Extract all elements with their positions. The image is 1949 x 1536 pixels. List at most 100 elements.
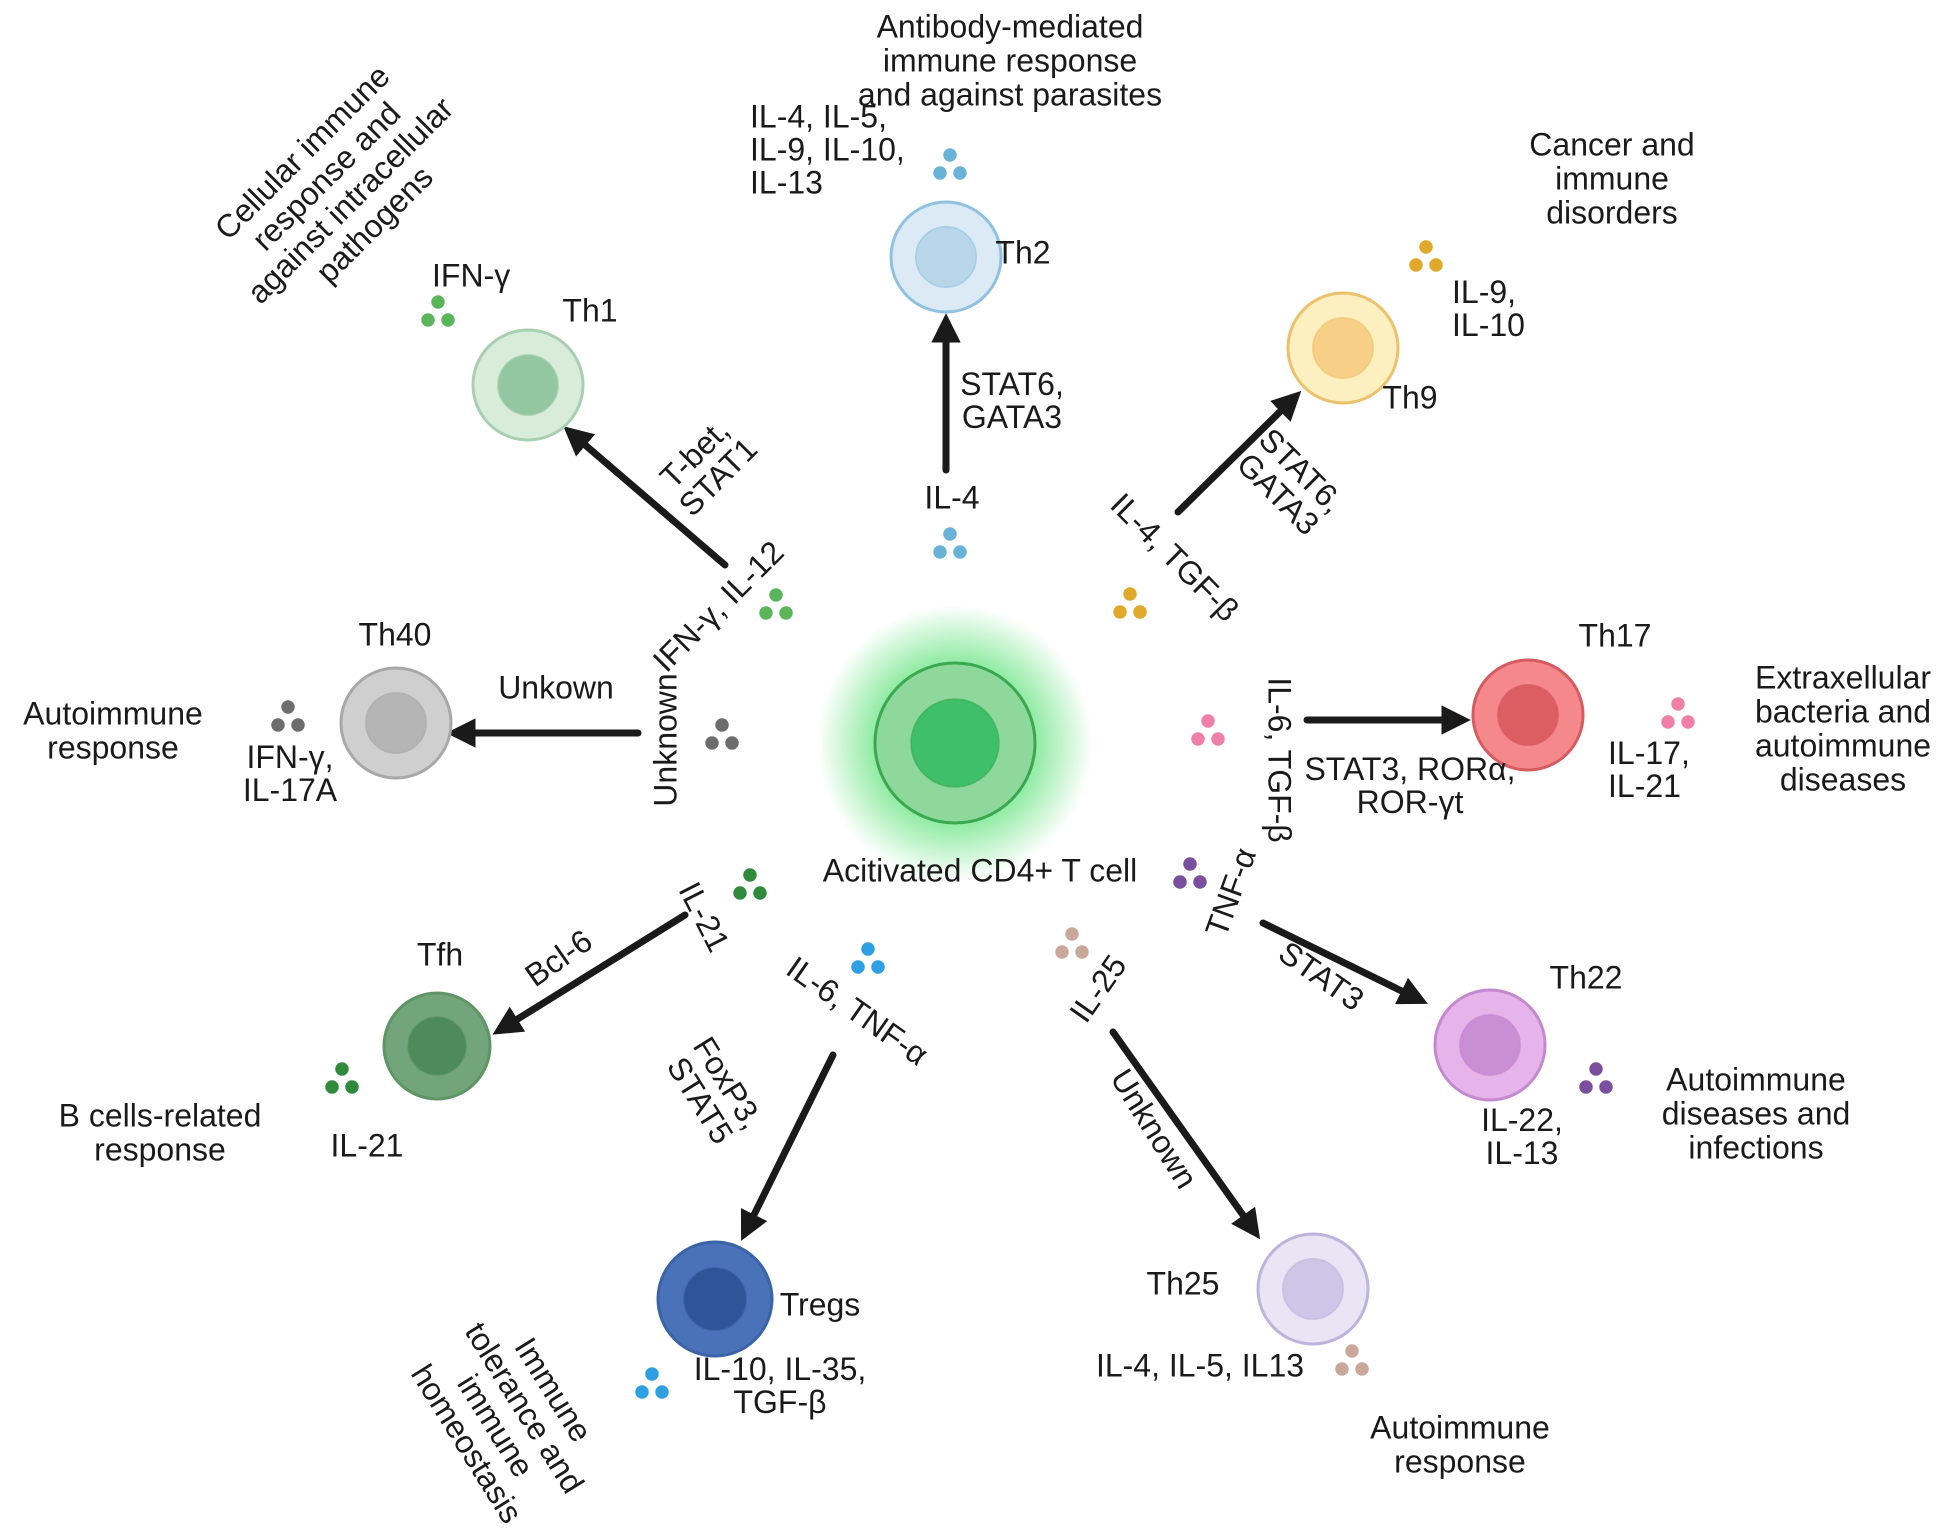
th40-cell-nucleus	[365, 692, 427, 754]
cytokine-dot	[323, 1078, 341, 1096]
th40-inducer-dots	[703, 716, 741, 752]
cytokine-dot	[931, 543, 949, 561]
cytokine-dot	[1131, 603, 1149, 621]
tfh-cell	[382, 991, 492, 1101]
cytokine-dot	[703, 734, 721, 752]
th17-cytokines: IL-17,IL-21	[1608, 735, 1690, 804]
cytokine-dot	[757, 604, 775, 622]
th25-cell-nucleus	[1282, 1258, 1344, 1320]
th17-cell-nucleus	[1497, 684, 1559, 746]
cytokine-dot	[1333, 1360, 1351, 1378]
tregs-cytokine-dots	[633, 1365, 671, 1401]
tregs-cytokines-line: TGF-β	[733, 1384, 826, 1420]
tfh-arrow	[492, 911, 689, 1035]
th22-transcription-factors: STAT3	[1272, 934, 1370, 1018]
th1-transcription-factors: T-bet,STAT1	[653, 412, 764, 523]
cytokine-dot	[633, 1383, 651, 1401]
th17-function-line: diseases	[1780, 761, 1906, 797]
center-cell-label: Acitivated CD4+ T cell	[823, 852, 1138, 888]
cytokine-dot	[1111, 603, 1129, 621]
th40-inducers: Unknown	[647, 673, 683, 806]
th2-name: Th2	[995, 234, 1050, 270]
th40-cytokines-line: IFN-γ,	[246, 739, 333, 775]
center-cell-nucleus	[910, 698, 1000, 788]
cytokine-dot	[1679, 713, 1697, 731]
th25-transcription-factors-line: Unknown	[1104, 1063, 1205, 1195]
arrows-layer	[446, 313, 1471, 1241]
th22-cytokine-dots	[1577, 1060, 1615, 1096]
tfh-function-line: response	[94, 1131, 226, 1167]
th1-cell	[471, 328, 585, 442]
th22-inducers-line: TNF-α	[1198, 843, 1263, 941]
th17-transcription-factors: STAT3, RORα,ROR-γt	[1304, 751, 1515, 820]
cytokine-dot	[741, 866, 759, 884]
cytokine-dot	[269, 716, 287, 734]
tregs-name-line: Tregs	[780, 1286, 861, 1322]
cytokine-dot	[1121, 585, 1139, 603]
th40-function-line: response	[47, 729, 179, 765]
th17-name: Th17	[1579, 617, 1652, 653]
cytokine-dot	[1427, 256, 1445, 274]
th40-transcription-factors-line: Unkown	[498, 669, 614, 705]
cytokine-dot	[731, 884, 749, 902]
th9-cytokine-dots	[1407, 238, 1445, 274]
th9-name: Th9	[1382, 379, 1437, 415]
lineage-th22: Th22TNF-αSTAT3IL-22,IL-13Autoimmunedisea…	[1171, 843, 1851, 1171]
th25-cytokines-line: IL-4, IL-5, IL13	[1096, 1347, 1304, 1383]
tregs-transcription-factors: FoxP3,STAT5	[660, 1030, 771, 1150]
cytokine-dot	[1073, 943, 1091, 961]
cytokine-dot	[951, 164, 969, 182]
cytokine-dot	[931, 164, 949, 182]
tfh-name-line: Tfh	[417, 936, 463, 972]
th2-inducer-dots	[931, 525, 969, 561]
tfh-cytokines-line: IL-21	[331, 1127, 404, 1163]
cytokine-dot	[343, 1078, 361, 1096]
th22-arrow	[1259, 919, 1428, 1005]
cytokine-dot	[849, 958, 867, 976]
th25-inducers-line: IL-25	[1062, 948, 1133, 1028]
th1-cell-nucleus	[497, 354, 559, 416]
th22-function-line: infections	[1688, 1129, 1823, 1165]
cytokine-dot	[653, 1383, 671, 1401]
cytokine-dot	[279, 698, 297, 716]
cytokine-dot	[1659, 713, 1677, 731]
th2-cytokines-line: IL-4, IL-5,	[750, 98, 887, 134]
th9-function-line: disorders	[1546, 194, 1678, 230]
tregs-cell-nucleus	[682, 1266, 748, 1332]
cytokine-dot	[1063, 925, 1081, 943]
th17-cytokine-dots	[1659, 695, 1697, 731]
tfh-inducer-dots	[731, 866, 769, 902]
tfh-cytokines: IL-21	[331, 1127, 404, 1163]
th22-transcription-factors-line: STAT3	[1272, 934, 1370, 1018]
tfh-transcription-factors: Bcl-6	[518, 922, 598, 993]
cytokine-dot	[1407, 256, 1425, 274]
cytokine-dot	[1587, 1060, 1605, 1078]
tfh-cell-nucleus	[407, 1016, 467, 1076]
th2-name-line: Th2	[995, 234, 1050, 270]
cytokine-dot	[1181, 855, 1199, 873]
cytokine-dot	[941, 525, 959, 543]
cytokine-dot	[751, 884, 769, 902]
cytokine-dot	[1189, 730, 1207, 748]
cytokine-dot	[439, 311, 457, 329]
cytokine-dot	[1577, 1078, 1595, 1096]
th17-cytokines-line: IL-21	[1608, 768, 1681, 804]
center-cell	[873, 661, 1037, 825]
th1-cytokines: IFN-γ	[432, 257, 510, 293]
th9-cytokines-line: IL-10	[1452, 307, 1525, 343]
cytokine-dot	[1209, 730, 1227, 748]
cytokine-dot	[723, 734, 741, 752]
th25-function-line: Autoimmune	[1370, 1409, 1550, 1445]
th22-cytokines-line: IL-13	[1486, 1135, 1559, 1171]
th22-inducer-dots	[1171, 855, 1209, 891]
tfh-name: Tfh	[417, 936, 463, 972]
th1-cytokine-dots	[419, 293, 457, 329]
th2-cytokine-dots	[931, 146, 969, 182]
th17-transcription-factors-line: STAT3, RORα,	[1304, 751, 1515, 787]
